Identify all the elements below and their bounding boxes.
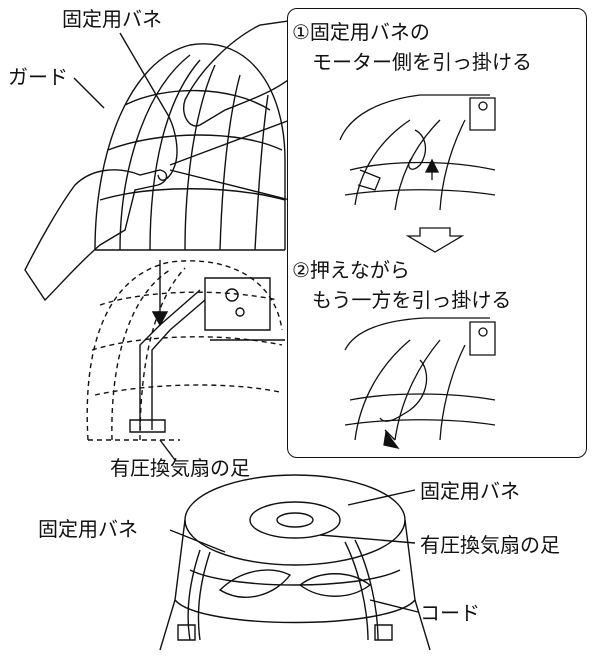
fan-leg-label-bottom: 有圧換気扇の足	[420, 533, 560, 557]
fan-leg-label-top: 有圧換気扇の足	[110, 456, 250, 480]
spring-label-top: 固定用バネ	[62, 7, 162, 31]
step-2-line-2: もう一方を引っ掛ける	[312, 288, 512, 312]
spring-label-bottom-right: 固定用バネ	[420, 479, 520, 503]
spring-label-bottom-left: 固定用バネ	[38, 517, 138, 541]
cord-label: コード	[420, 601, 480, 625]
step-2-line-1: ②押えながら	[292, 258, 410, 282]
instruction-inset	[287, 8, 587, 458]
step-1-line-1: ①固定用バネの	[292, 20, 430, 44]
guard-label: ガード	[8, 65, 68, 89]
step-1-line-2: モーター側を引っ掛ける	[312, 50, 532, 74]
